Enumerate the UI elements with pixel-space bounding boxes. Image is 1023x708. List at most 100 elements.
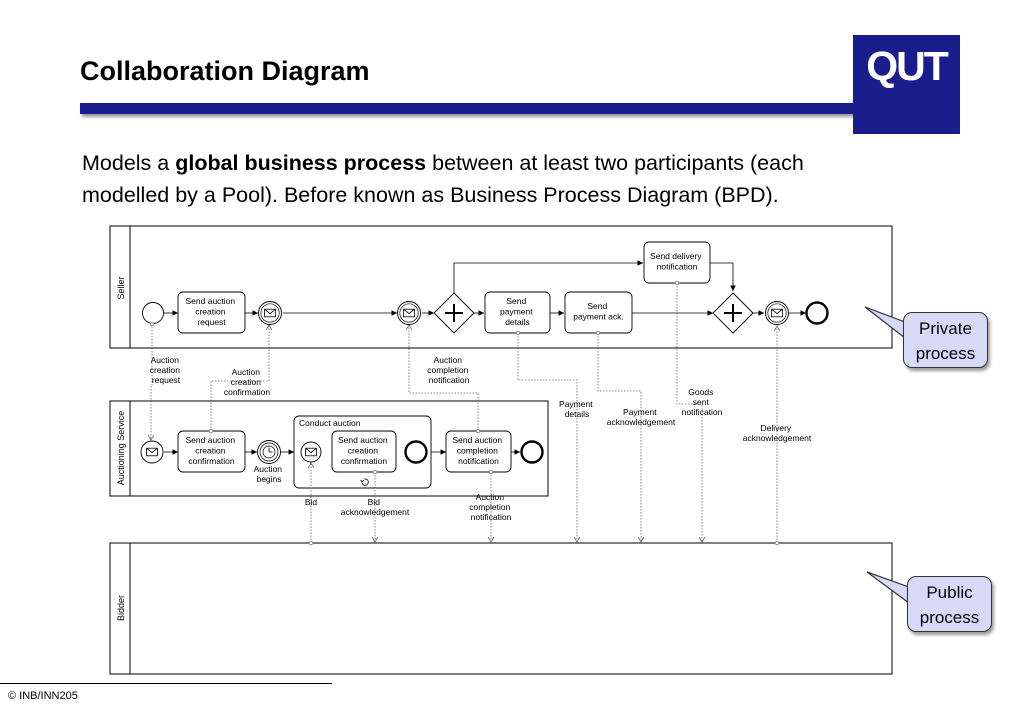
callout-public: Public process (907, 576, 992, 632)
qut-logo-text: QUT (866, 43, 949, 89)
label-bid-ack-l1: Bid (368, 497, 381, 507)
callout-private: Private process (903, 312, 988, 368)
svg-text:Send auction creation: Send auction creation confirmation (338, 435, 390, 466)
auc-task-send-confirmation-l1: Send auction (186, 435, 236, 445)
label-bid-l1: Bid (305, 497, 318, 507)
label-auction-confirmation: Auction creation confirmation (224, 367, 271, 397)
sub-task-send-confirmation-l2: creation (348, 446, 379, 456)
label-goods-sent-l2: sent (693, 397, 710, 407)
message-flow-labels: Auction creation request Auction creatio… (150, 355, 812, 522)
title-bar (80, 103, 853, 114)
label-completion-seller-l3: notification (429, 375, 470, 385)
label-completion-bidder-l1: Auction (476, 492, 505, 502)
intro-rest: between at least two participants (each (426, 151, 804, 175)
seller-task-send-payment: Send payment details (484, 291, 551, 334)
intro-bold: global business process (175, 151, 427, 175)
seller-start-event (142, 302, 164, 324)
auc-timer-event (257, 440, 281, 464)
callout-public-l1: Public (926, 583, 973, 602)
auc-timer-label-l1: Auction (254, 464, 283, 474)
callout-private-l1: Private (919, 319, 972, 338)
label-completion-bidder-l2: completion (469, 502, 510, 512)
label-completion-seller: Auction completion notification (427, 355, 470, 385)
auc-task-send-confirmation-l3: confirmation (188, 456, 235, 466)
seller-task-send-delivery: Send delivery notification (643, 241, 711, 284)
label-auction-confirmation-l2: creation (231, 377, 262, 387)
label-auction-request-l3: request (152, 375, 181, 385)
svg-text:Send auction creation: Send auction creation confirmation (186, 435, 238, 466)
auc-task-send-confirmation-l2: creation (195, 446, 226, 456)
seller-task-send-ack-l2: payment ack. (573, 312, 624, 322)
auc-task-send-confirmation: Send auction creation confirmation (177, 430, 246, 473)
auc-task-send-completion: Send auction completion notification (445, 430, 512, 473)
seller-task-send-delivery-l2: notification (657, 262, 698, 272)
label-payment-details-l2: details (565, 409, 590, 419)
footer-line (0, 683, 332, 684)
label-delivery-ack: Delivery acknowledgement (743, 423, 812, 443)
callout-public-l2: process (919, 608, 980, 627)
label-payment-ack-l2: acknowledgement (607, 417, 676, 427)
sub-message-start-event (300, 441, 322, 463)
callout-private-l2: process (915, 344, 976, 363)
seller-task-send-payment-l1: Send (506, 296, 526, 306)
seller-task-send-ack: Send payment ack. (564, 291, 633, 334)
seller-task-send-ack-l1: Send (587, 301, 607, 311)
qut-logo: QUT (853, 35, 960, 134)
pool-bidder: Bidder (109, 542, 893, 675)
label-delivery-ack-l1: Delivery (760, 423, 791, 433)
label-auction-request-l2: creation (150, 365, 181, 375)
message-flows (147, 280, 781, 546)
label-bid-ack-l2: acknowledgement (341, 507, 410, 517)
footer: © INB/INN205 (8, 690, 78, 702)
label-payment-ack-l1: Payment (623, 407, 657, 417)
sub-task-send-confirmation-l1: Send auction (338, 435, 388, 445)
seller-task-send-delivery-l1: Send delivery (650, 251, 702, 261)
sub-task-send-confirmation-l3: confirmation (341, 456, 388, 466)
seller-message-end-throw-event (765, 301, 789, 325)
seller-task-send-request-l2: creation (195, 307, 226, 317)
seller-message-throw-event (258, 301, 282, 325)
intro-prefix: Models a (82, 151, 176, 175)
label-auction-confirmation-l3: confirmation (224, 387, 271, 397)
label-completion-seller-l2: completion (427, 365, 468, 375)
sub-end-event (404, 440, 428, 464)
auc-message-start-event (140, 440, 164, 464)
pool-seller-label: Seller (116, 276, 126, 299)
svg-text:Send delivery notificati: Send delivery notification (650, 251, 704, 272)
label-auction-confirmation-l1: Auction (232, 367, 261, 377)
auc-task-send-completion-l3: notification (458, 456, 499, 466)
label-payment-details-l1: Payment (559, 399, 593, 409)
auc-task-send-completion-l1: Send auction (453, 435, 503, 445)
auc-task-send-completion-l2: completion (457, 446, 498, 456)
seller-sequence-flows (164, 260, 806, 316)
seller-task-send-request-l3: request (197, 317, 226, 327)
loop-icon (360, 478, 369, 486)
seller-task-send-request-l1: Send auction (186, 296, 236, 306)
label-bid-ack: Bid acknowledgement (341, 497, 410, 517)
label-auction-request-l1: Auction (151, 355, 180, 365)
label-payment-details: Payment details (559, 399, 595, 419)
sub-task-send-confirmation: Send auction creation confirmation (331, 430, 397, 473)
label-goods-sent: Goods sent notification (682, 387, 723, 417)
auc-end-event (520, 440, 544, 464)
label-delivery-ack-l2: acknowledgement (743, 433, 812, 443)
svg-text:Send payment ack.: Send payment ack. (573, 301, 624, 322)
auc-timer-label: Auction begins (254, 464, 285, 484)
label-completion-bidder: Auction completion notification (469, 492, 512, 522)
slide-title: Collaboration Diagram (80, 56, 370, 86)
seller-parallel-gateway-join (712, 292, 754, 334)
subprocess-title: Conduct auction (299, 418, 361, 428)
label-goods-sent-l3: notification (682, 407, 723, 417)
pool-auctioning-label: Auctioning Service (116, 411, 126, 486)
seller-task-send-payment-l2: payment (500, 307, 533, 317)
label-completion-bidder-l3: notification (471, 512, 512, 522)
intro-line2: modelled by a Pool). Before known as Bus… (82, 183, 779, 207)
seller-end-event (805, 301, 829, 325)
label-bid: Bid (305, 497, 318, 507)
label-payment-ack: Payment acknowledgement (607, 407, 676, 427)
seller-message-catch-event (397, 301, 421, 325)
label-auction-request: Auction creation request (150, 355, 183, 385)
pool-bidder-label: Bidder (116, 595, 126, 621)
svg-text:Send auction completion: Send auction completion notification (453, 435, 505, 466)
